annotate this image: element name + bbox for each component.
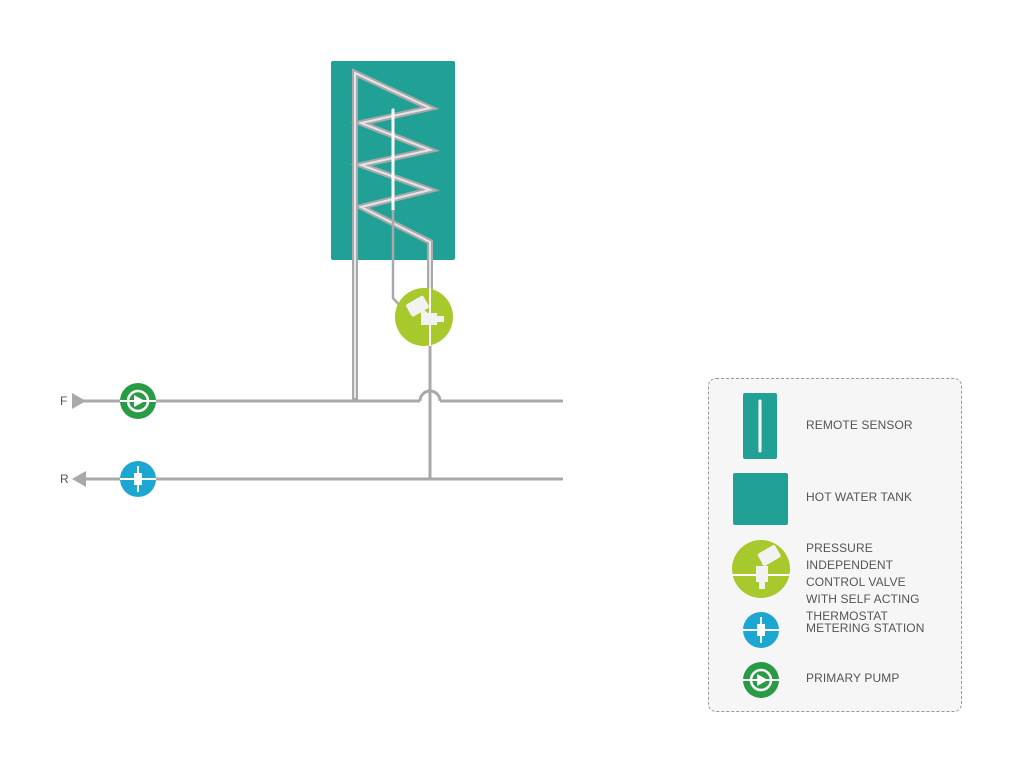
control-valve-icon [395, 288, 453, 346]
heating-coil [350, 68, 441, 400]
metering-station-icon [120, 461, 156, 497]
legend-label: PRIMARY PUMP [806, 671, 900, 685]
legend-label: METERING STATION [806, 621, 925, 635]
primary-pump-icon [120, 383, 156, 419]
return-pipe [86, 340, 563, 481]
metering-station-icon [743, 612, 779, 648]
legend-label: HOT WATER TANK [806, 490, 913, 504]
control-valve-icon [732, 540, 790, 598]
flow-label: F [60, 394, 67, 408]
return-arrow [72, 471, 86, 487]
legend: REMOTE SENSOR HOT WATER TANK PRESSURE IN… [708, 378, 962, 712]
return-label: R [60, 472, 69, 486]
legend-label: PRESSURE INDEPENDENT CONTROL VALVE WITH … [806, 541, 920, 623]
flow-arrow [72, 393, 86, 409]
hot-water-tank-icon [733, 473, 788, 525]
legend-label: REMOTE SENSOR [806, 418, 913, 432]
primary-pump-icon [743, 662, 779, 698]
remote-sensor-icon [743, 393, 777, 459]
